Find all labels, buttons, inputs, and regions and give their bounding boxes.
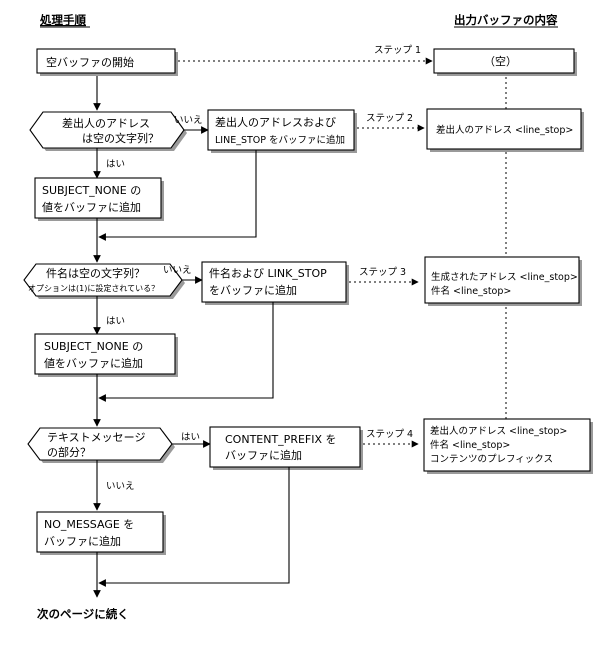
decision-1-line-2: は空の文字列？	[82, 131, 159, 145]
decision-3-line-2: の部分？	[47, 445, 91, 459]
output-3-line-1: 生成されたアドレス <line_stop>	[431, 271, 578, 283]
right-header: 出力バッファの内容	[454, 13, 558, 27]
subj-link-line-2: をバッファに追加	[209, 283, 297, 297]
decision-1-line-1: 差出人のアドレス	[62, 116, 150, 130]
output-3-line-2: 件名 <line_stop>	[431, 285, 511, 297]
d2-no-label: いいえ	[163, 265, 192, 276]
output-1-line-1: （空）	[484, 54, 517, 68]
d1-no-label: いいえ	[174, 115, 203, 126]
output-box-1: （空）	[433, 48, 577, 76]
subj-none-1-line-1: SUBJECT_NONE の	[42, 184, 141, 197]
decision-3-line-1: テキストメッセージ	[47, 431, 145, 444]
addr-stop-line-1: 差出人のアドレスおよび	[215, 115, 336, 129]
output-box-4: 差出人のアドレス <line_stop> 件名 <line_stop> コンテン…	[423, 418, 593, 474]
content-prefix-line-2: バッファに追加	[225, 448, 302, 462]
output-4-line-2: 件名 <line_stop>	[430, 439, 510, 451]
no-message-line-2: バッファに追加	[44, 534, 121, 548]
subj-link-line-1: 件名および LINK_STOP	[209, 266, 327, 280]
decision-2: 件名は空の文字列？ オプションは(1)に設定されている？	[23, 263, 185, 299]
no-message-line-1: NO_MESSAGE を	[44, 518, 134, 531]
d1-yes-label: はい	[106, 159, 125, 170]
step2-label: ステップ 2	[366, 113, 413, 124]
output-4-line-1: 差出人のアドレス <line_stop>	[430, 425, 567, 437]
left-header: 処理手順	[39, 13, 86, 27]
decision-3: テキストメッセージ の部分？	[27, 427, 175, 463]
d2-yes-label: はい	[106, 316, 125, 327]
d3-yes-label: はい	[181, 432, 200, 443]
output-4-line-3: コンテンツのプレフィックス	[430, 454, 553, 465]
step4-label: ステップ 4	[366, 429, 413, 440]
arrow-merge-1	[98, 150, 257, 241]
step3-label: ステップ 3	[359, 267, 406, 278]
process-subject-none-1: SUBJECT_NONE の 値をバッファに追加	[34, 177, 164, 221]
subj-none-2-line-2: 値をバッファに追加	[44, 356, 143, 370]
process-no-message: NO_MESSAGE を バッファに追加	[36, 511, 166, 555]
decision-2-line-1: 件名は空の文字列？	[46, 266, 145, 280]
subj-none-1-line-2: 値をバッファに追加	[42, 200, 141, 214]
content-prefix-line-1: CONTENT_PREFIX を	[225, 433, 337, 446]
d3-no-label: いいえ	[106, 481, 135, 492]
decision-2-line-2: オプションは(1)に設定されている？	[28, 283, 159, 293]
continue-label: 次のページに続く	[37, 607, 129, 621]
start-label: 空バッファの開始	[46, 55, 134, 69]
process-content-prefix: CONTENT_PREFIX を バッファに追加	[209, 426, 363, 470]
process-addr-stop: 差出人のアドレスおよび LINE_STOP をバッファに追加	[207, 109, 357, 153]
subj-none-2-line-1: SUBJECT_NONE の	[44, 340, 143, 353]
addr-stop-line-2: LINE_STOP をバッファに追加	[215, 134, 345, 146]
process-subject-none-2: SUBJECT_NONE の 値をバッファに追加	[34, 333, 178, 377]
arrow-merge-3	[98, 467, 290, 587]
decision-1: 差出人のアドレス は空の文字列？	[29, 111, 187, 151]
arrow-merge-2	[98, 302, 274, 402]
output-box-2: 差出人のアドレス <line_stop>	[426, 108, 584, 152]
process-subject-link: 件名および LINK_STOP をバッファに追加	[201, 261, 349, 305]
output-box-3: 生成されたアドレス <line_stop> 件名 <line_stop>	[424, 256, 582, 306]
output-2-line-1: 差出人のアドレス <line_stop>	[436, 124, 573, 136]
start-box: 空バッファの開始	[36, 48, 178, 76]
step1-label: ステップ 1	[374, 45, 421, 56]
